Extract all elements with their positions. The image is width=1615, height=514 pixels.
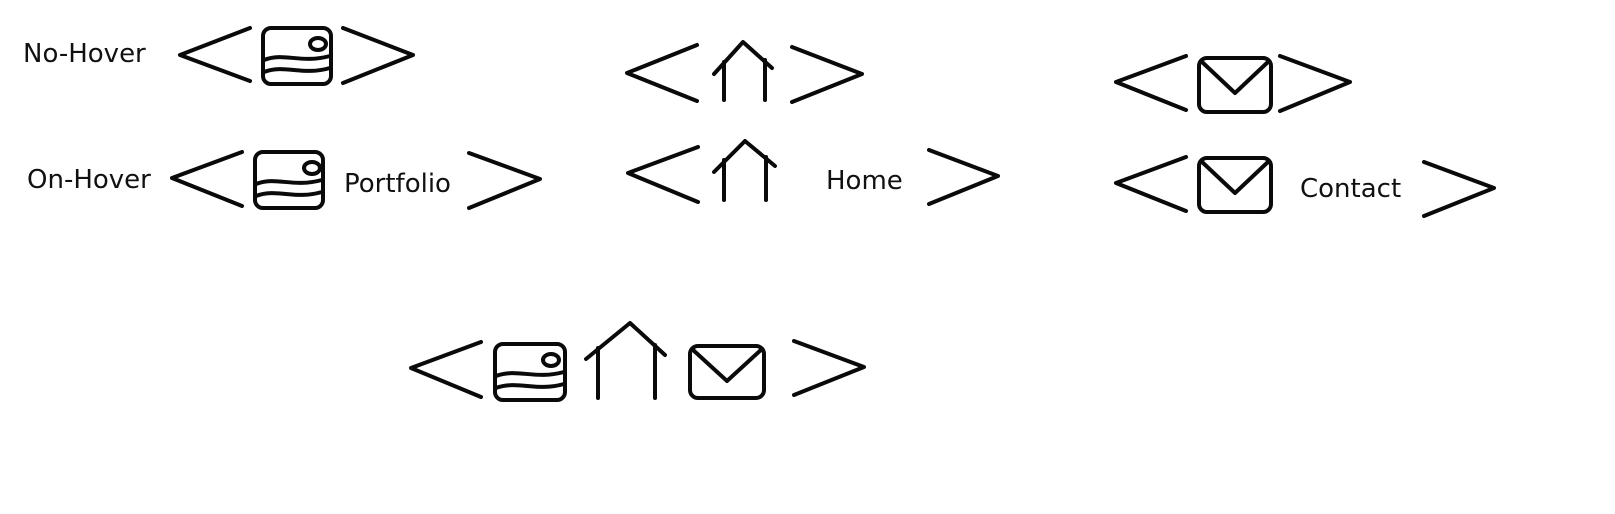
on-hover-label: On-Hover [27, 165, 151, 195]
house-icon [712, 40, 774, 102]
image-icon [261, 26, 333, 86]
image-icon[interactable] [493, 342, 567, 402]
left-chevron-icon [1114, 54, 1188, 112]
right-chevron-icon [467, 151, 542, 210]
right-chevron-icon [1422, 160, 1496, 218]
left-chevron-icon[interactable] [409, 340, 483, 399]
nav-item-label: Home [826, 166, 903, 196]
right-chevron-icon [927, 148, 1000, 206]
image-icon [253, 150, 325, 210]
nav-item-label: Portfolio [344, 169, 451, 199]
house-icon [712, 139, 777, 202]
left-chevron-icon [626, 145, 700, 204]
left-chevron-icon [170, 150, 244, 208]
nav-portfolio-collapsed[interactable] [178, 26, 415, 86]
left-chevron-icon [625, 43, 699, 103]
nav-contact-collapsed[interactable] [1114, 54, 1352, 114]
house-icon[interactable] [584, 321, 667, 400]
right-chevron-icon [790, 45, 864, 104]
right-chevron-icon[interactable] [792, 339, 866, 397]
nav-home-collapsed[interactable] [625, 40, 864, 104]
nav-item-label: Contact [1300, 174, 1401, 204]
nav-portfolio-expanded[interactable]: Portfolio [170, 150, 542, 210]
nav-combined [409, 321, 866, 402]
envelope-icon [1197, 156, 1273, 214]
nav-home-expanded[interactable]: Home [626, 139, 1000, 206]
envelope-icon [1197, 56, 1273, 114]
left-chevron-icon [1114, 155, 1188, 213]
no-hover-label: No-Hover [23, 39, 146, 69]
envelope-icon[interactable] [688, 344, 766, 400]
right-chevron-icon [341, 26, 415, 85]
left-chevron-icon [178, 26, 252, 83]
nav-contact-expanded[interactable]: Contact [1114, 155, 1496, 218]
right-chevron-icon [1278, 54, 1352, 113]
